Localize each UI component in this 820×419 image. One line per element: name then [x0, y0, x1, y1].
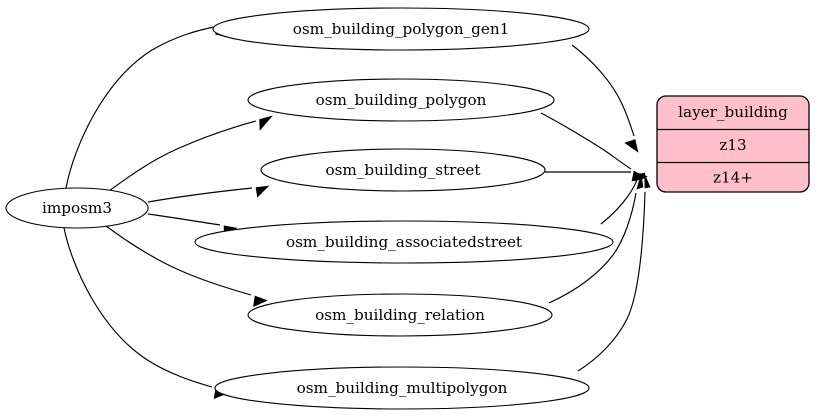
- node-osm-building-street-shape[interactable]: [260, 148, 546, 192]
- node-osm-building-relation[interactable]: osm_building_relation: [247, 293, 553, 337]
- edge-osm-building-multipolygon-to-layer-z14plus: [577, 173, 651, 372]
- node-osm-building-multipolygon-label: osm_building_multipolygon: [297, 379, 508, 397]
- node-osm-building-polygon[interactable]: osm_building_polygon: [247, 78, 555, 122]
- node-imposm3-label: imposm3: [42, 199, 112, 217]
- node-osm-building-polygon-gen1-label: osm_building_polygon_gen1: [293, 20, 510, 38]
- node-osm-building-street-label: osm_building_street: [325, 161, 480, 179]
- record-row-zoom-z13: z13: [719, 136, 746, 154]
- node-osm-building-relation-shape[interactable]: [247, 293, 553, 337]
- node-imposm3[interactable]: imposm3: [5, 187, 149, 229]
- edge-imposm3-to-osm-building-multipolygon: [63, 227, 229, 399]
- node-layer-building-shape[interactable]: [656, 95, 810, 193]
- edge-group-tables-to-layer: [540, 44, 651, 372]
- edge-imposm3-to-osm-building-street: [147, 185, 270, 203]
- record-row-layer-name: layer_building: [678, 103, 788, 121]
- node-layer-building[interactable]: layer_building z13 z14+: [656, 95, 810, 193]
- edge-imposm3-to-osm-building-polygon: [108, 115, 273, 192]
- node-imposm3-shape[interactable]: [5, 187, 149, 229]
- record-row-zoom-z14plus: z14+: [713, 169, 753, 187]
- node-osm-building-multipolygon[interactable]: osm_building_multipolygon: [214, 366, 590, 410]
- node-osm-building-multipolygon-shape[interactable]: [214, 366, 590, 410]
- edge-osm-building-relation-to-layer-z14plus: [548, 173, 644, 304]
- node-osm-building-polygon-gen1-shape[interactable]: [212, 7, 590, 51]
- node-osm-building-polygon-gen1[interactable]: osm_building_polygon_gen1: [212, 7, 590, 51]
- node-osm-building-polygon-label: osm_building_polygon: [316, 91, 487, 109]
- node-osm-building-associatedstreet-label: osm_building_associatedstreet: [286, 233, 522, 251]
- edge-osm-building-street-to-layer-z14plus: [545, 171, 648, 182]
- node-osm-building-associatedstreet[interactable]: osm_building_associatedstreet: [194, 220, 614, 264]
- node-osm-building-street[interactable]: osm_building_street: [260, 148, 546, 192]
- edge-osm-building-polygon-gen1-to-layer-z13: [571, 44, 639, 153]
- edge-osm-building-associatedstreet-to-layer-z14plus: [600, 172, 646, 225]
- node-osm-building-relation-label: osm_building_relation: [315, 306, 485, 324]
- edge-imposm3-to-osm-building-relation: [105, 225, 268, 307]
- node-osm-building-polygon-shape[interactable]: [247, 78, 555, 122]
- node-osm-building-associatedstreet-shape[interactable]: [194, 220, 614, 264]
